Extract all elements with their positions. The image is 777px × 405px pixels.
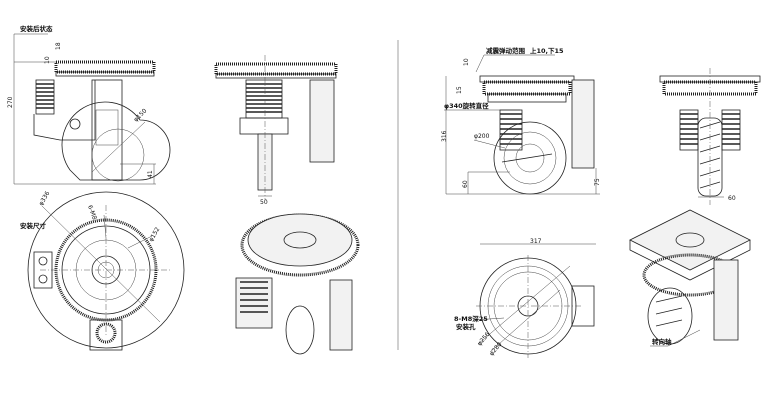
dim-bolt-circle: φ152 — [148, 226, 162, 243]
dim-width-right: 317 — [530, 238, 542, 245]
left-side-view: 安装后状态 270 10 18 φ150 41 — [7, 24, 171, 185]
left-iso-view — [235, 213, 360, 355]
dim-outer-diameter-right: φ280 — [488, 341, 503, 357]
left-front-view: 50 — [214, 55, 338, 206]
mount-holes-label: 安装孔 — [456, 322, 476, 331]
rotation-diameter-label: φ340旋转直径 — [444, 101, 489, 110]
install-state-label: 安装后状态 — [20, 24, 53, 33]
dim-motor-clearance: 75 — [594, 178, 601, 186]
right-iso-view: 转向轴 — [629, 209, 751, 347]
dim-height: 270 — [7, 96, 14, 108]
dim-top-gap: 10 — [44, 56, 51, 64]
dim-axle-height: 41 — [147, 170, 154, 178]
right-front-view: 60 — [659, 68, 761, 205]
mount-holes-spec: 8-M8深25 — [454, 314, 488, 323]
suspension-range-label: 减震弹动范围 — [486, 46, 526, 55]
dim-offset-right: 15 — [456, 86, 463, 94]
dim-height-right: 316 — [441, 130, 448, 142]
dim-axle-height-right: 60 — [462, 180, 469, 188]
dim-wheel-width: 60 — [728, 195, 736, 202]
dim-bolts: 6-M8 — [86, 204, 98, 221]
right-top-view: 317 8-M8深25 安装孔 φ256 φ280 — [454, 238, 596, 358]
right-side-view: 减震弹动范围 上10,下15 10 15 φ340旋转直径 316 φ200 6… — [441, 46, 601, 195]
left-top-view: φ336 6-M8 φ152 安装尺寸 — [20, 190, 185, 351]
dim-top-offset: 18 — [55, 42, 62, 50]
dim-top-gap-right: 10 — [463, 58, 470, 66]
dim-wheel-diameter: φ150 — [132, 107, 148, 123]
steering-axis-label: 转向轴 — [652, 337, 672, 346]
dim-width: 50 — [260, 199, 268, 206]
dim-wheel-diameter-right: φ200 — [474, 133, 490, 140]
suspension-range-value: 上10,下15 — [530, 46, 564, 55]
dim-outer-diameter: φ336 — [38, 190, 52, 207]
dim-inner-diameter-right: φ256 — [476, 331, 491, 347]
install-size-label: 安装尺寸 — [20, 221, 47, 230]
